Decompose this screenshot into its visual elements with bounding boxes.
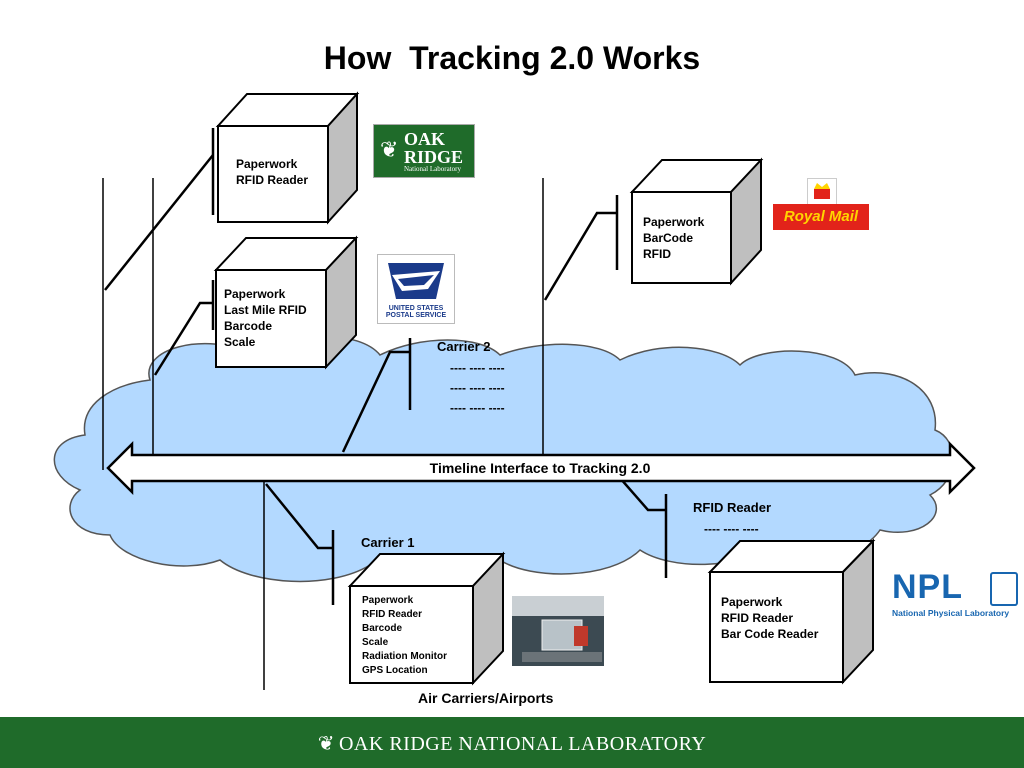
box-line: RFID Reader [236,173,309,187]
royal-mail-logo: Royal Mail [773,178,869,232]
box-line: Paperwork [643,215,705,229]
box-ornl-shape [215,91,360,225]
ornl-logo-line2: RIDGE [404,147,464,167]
box-ornl-text: Paperwork RFID Reader [236,156,308,188]
vertical-lines [102,178,544,690]
box-npl-shape [707,538,876,685]
rfid-reader-dashes: ---- ---- ---- [704,519,759,539]
dash-line: ---- ---- ---- [450,361,505,375]
dash-line: ---- ---- ---- [704,522,759,536]
box-line: Scale [224,335,256,349]
box-carrier1-text: Paperwork RFID Reader Barcode Scale Radi… [362,594,447,678]
carrier2-label: Carrier 2 [437,339,491,354]
footer-label: OAK RIDGE NATIONAL LABORATORY [338,733,707,755]
carrier1-label: Carrier 1 [361,535,415,550]
box-line: Paperwork [362,595,414,606]
cargo-photo [512,596,604,666]
box-carrier1-shape [347,551,506,686]
npl-logo-big: NPL [892,568,963,606]
npl-emblem-icon [990,572,1018,606]
timeline-label: Timeline Interface to Tracking 2.0 [429,460,651,476]
dash-line: ---- ---- ---- [450,381,505,395]
usps-logo-text: UNITED STATES POSTAL SERVICE [385,305,447,319]
box-npl-text: Paperwork RFID Reader Bar Code Reader [721,594,818,642]
npl-logo-sub: National Physical Laboratory [892,608,1010,618]
box-line: Last Mile RFID [224,303,307,317]
royal-mail-text: Royal Mail [773,204,869,230]
box-usps-shape [213,235,359,370]
ornl-logo: ❦ OAK RIDGE National Laboratory [373,124,475,178]
footer-text: ❦OAK RIDGE NATIONAL LABORATORY [0,731,1024,756]
footer-bar: ❦OAK RIDGE NATIONAL LABORATORY [0,717,1024,768]
ornl-logo-line3: National Laboratory [404,165,461,173]
dash-line: ---- ---- ---- [450,401,505,415]
crown-icon [807,178,837,206]
box-royal-mail-text: Paperwork BarCode RFID [643,214,704,262]
carrier2-dashes: ---- ---- ---- ---- ---- ---- ---- ---- … [450,358,505,418]
box-line: Paperwork [224,287,286,301]
oak-leaf-icon: ❦ [317,733,335,755]
box-usps-text: Paperwork Last Mile RFID Barcode Scale [224,286,307,350]
box-royal-mail-shape [629,157,764,286]
air-carriers-label: Air Carriers/Airports [418,690,554,706]
box-line: Scale [362,637,389,648]
box-line: Paperwork [236,157,298,171]
box-line: Paperwork [721,595,783,609]
box-line: RFID Reader [721,611,794,625]
box-line: Barcode [224,319,273,333]
box-line: BarCode [643,231,694,245]
box-line: Bar Code Reader [721,627,819,641]
box-line: Barcode [362,623,403,634]
box-line: Radiation Monitor [362,651,447,662]
ornl-logo-line1: OAK [404,129,446,149]
usps-logo: UNITED STATES POSTAL SERVICE [377,254,455,324]
timeline-arrow [106,440,976,496]
box-line: GPS Location [362,665,428,676]
npl-logo: NPL National Physical Laboratory [890,568,1018,622]
connector-lines [104,128,668,605]
page-title: How Tracking 2.0 Works [323,40,701,76]
box-line: RFID [643,247,671,261]
rfid-reader-label: RFID Reader [693,500,772,515]
cargo-image-icon [512,596,604,666]
box-line: RFID Reader [362,609,423,620]
oak-leaf-icon: ❦ [380,137,399,162]
eagle-icon [388,263,444,299]
